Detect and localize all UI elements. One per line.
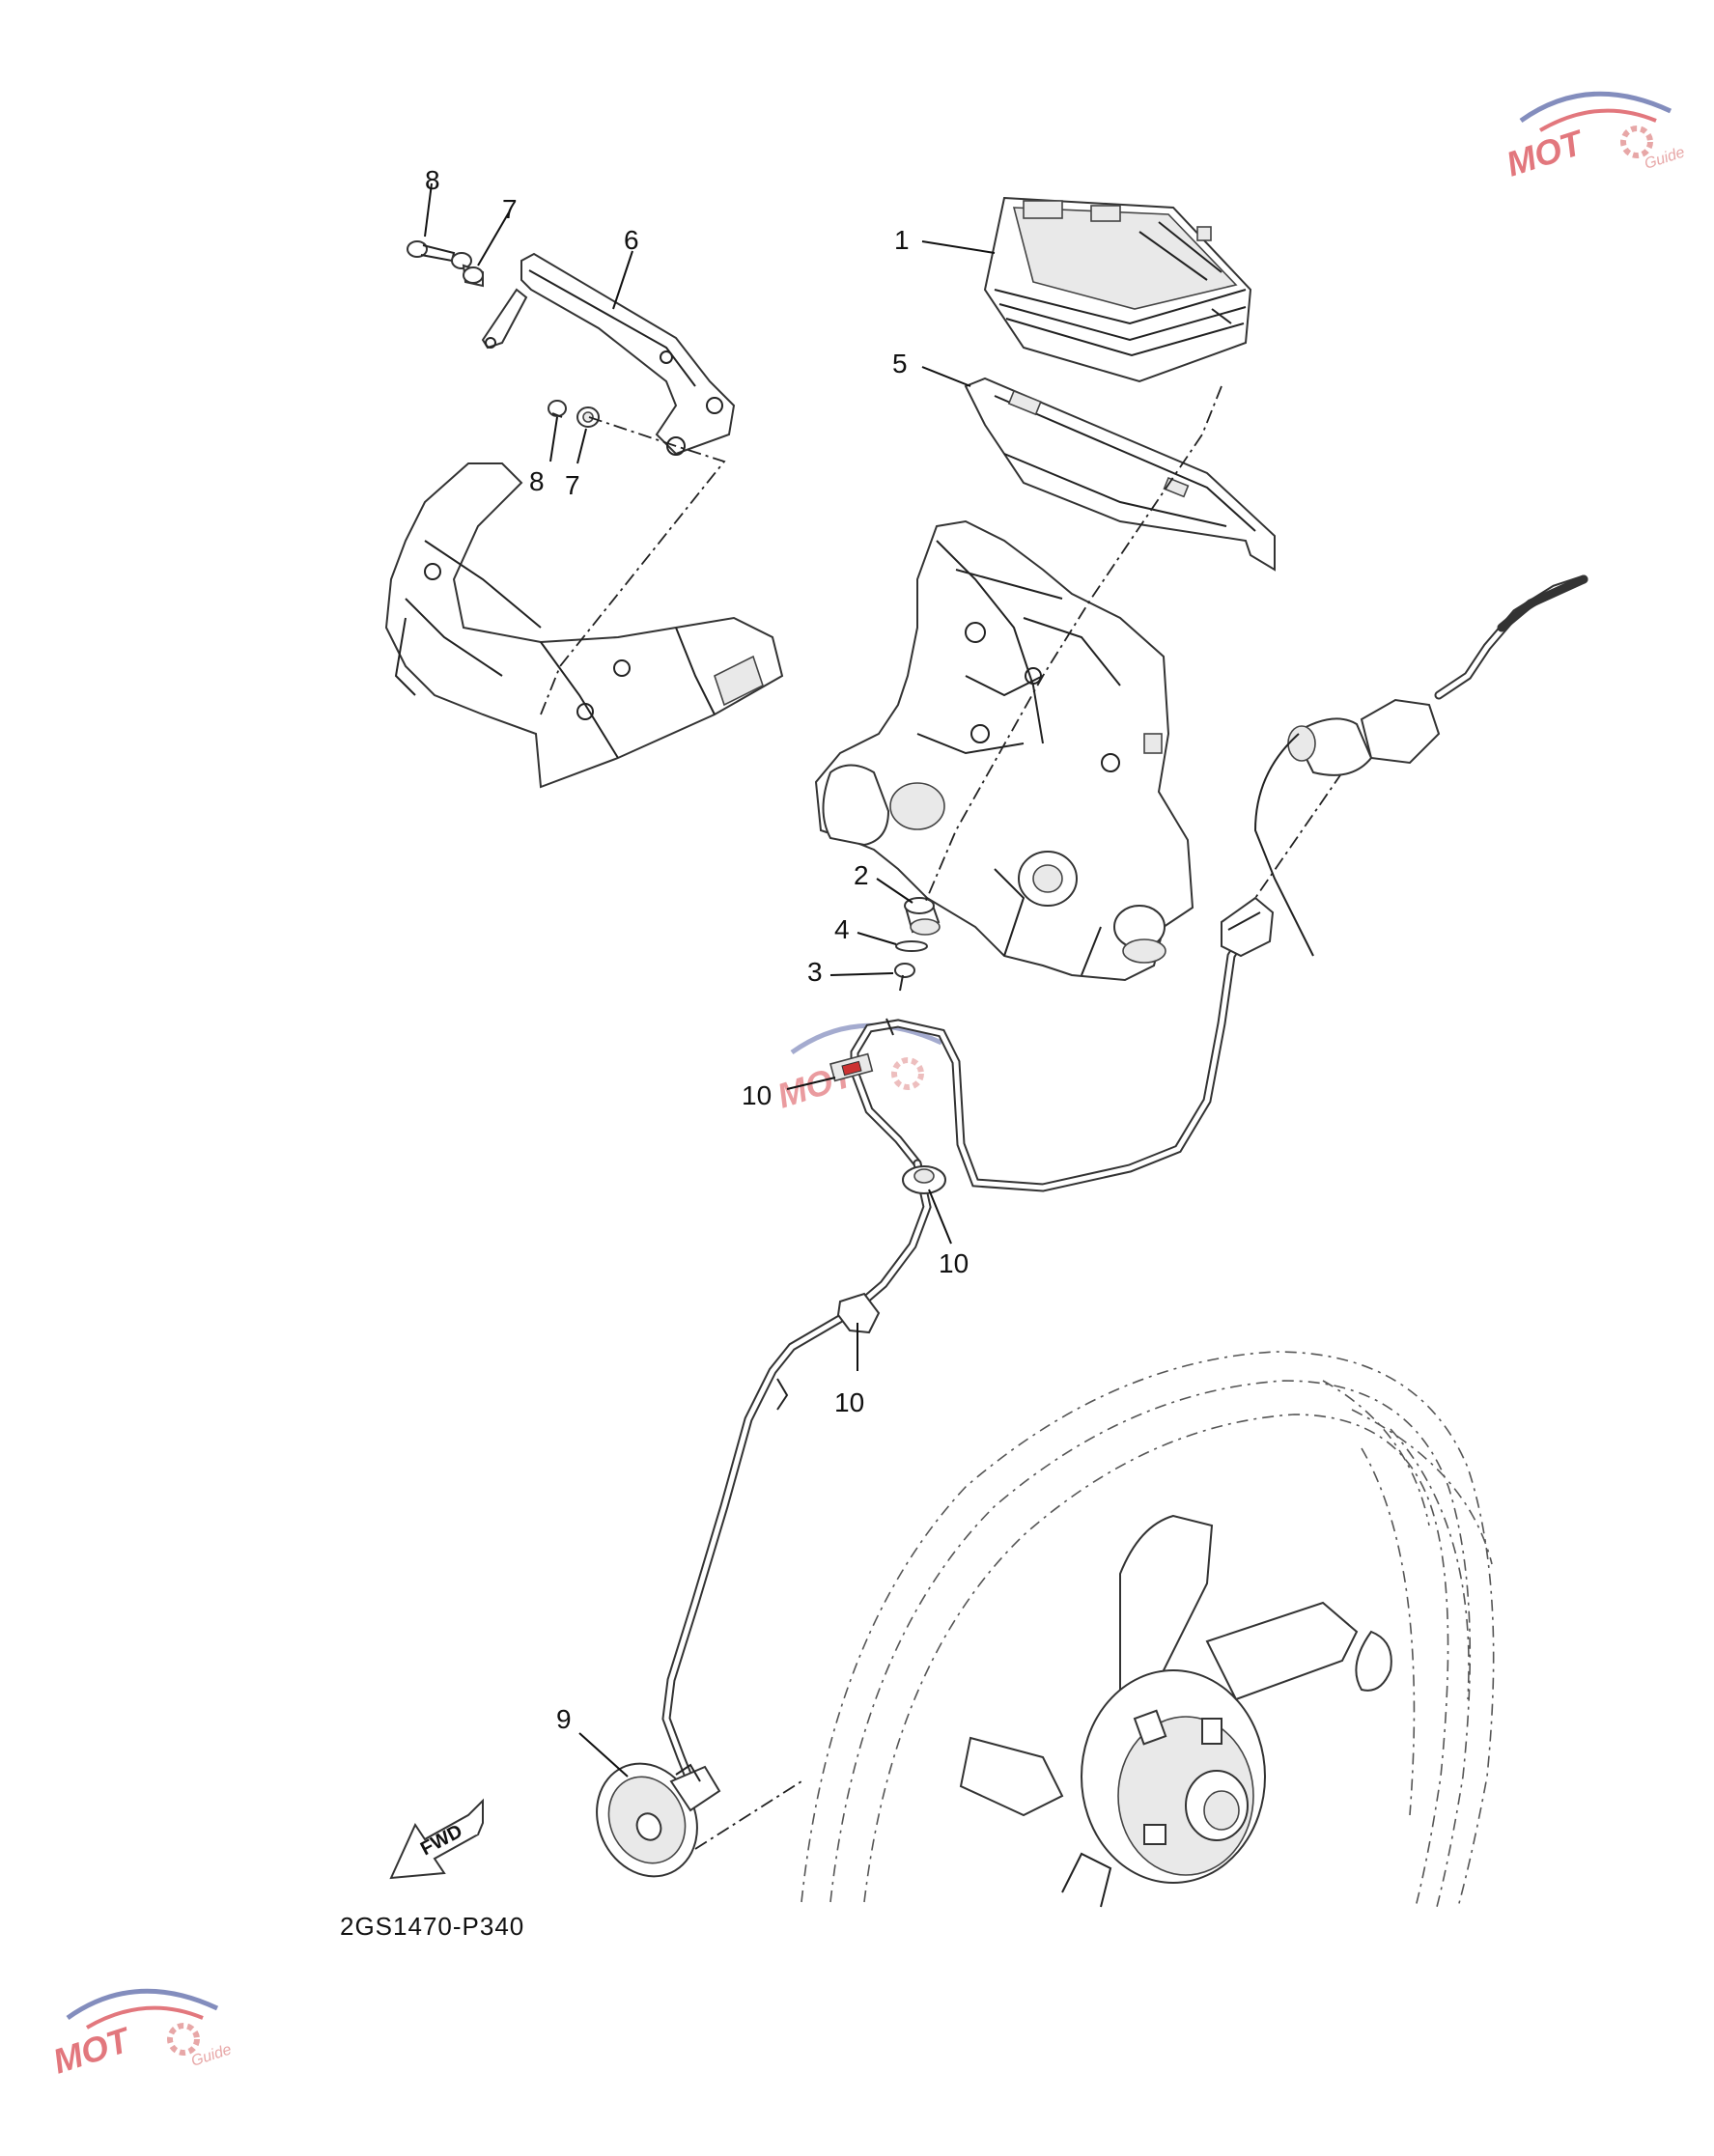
callout-2: 2 [854,860,869,890]
clamp-10-middle [902,1165,946,1194]
meter-assembly [983,196,1252,383]
callout-9: 9 [556,1704,572,1734]
callout-7-lower: 7 [565,470,580,500]
callout-4: 4 [834,914,850,944]
clamp-10-upper [829,1052,874,1082]
washer-4 [895,940,928,952]
callout-1: 1 [894,225,910,255]
svg-text:Guide: Guide [1643,144,1687,172]
callout-6: 6 [624,225,639,255]
collar-7-lower [576,406,600,428]
meter-cover [964,377,1276,572]
leader-lines [424,182,996,1778]
fwd-arrow: FWD [389,1798,484,1880]
upper-cowl [384,462,784,789]
svg-text:Guide: Guide [189,2041,234,2069]
watermark-logo-bottom: MOT Guide [48,1988,234,2082]
screw-3 [894,963,915,992]
clamp-10-lower [836,1292,881,1334]
callout-10-lower: 10 [834,1387,864,1417]
sensor-lead [661,896,1275,1786]
callouts: 1 2 3 4 5 6 7 7 8 8 9 10 10 10 [425,165,969,1734]
front-wheel [801,1351,1495,1908]
callout-8-top: 8 [425,165,440,195]
stay-bracket [481,252,736,456]
svg-text:MOT: MOT [48,2019,137,2082]
svg-text:MOT: MOT [1502,122,1590,184]
callout-3: 3 [807,957,823,987]
switch-harness [1253,574,1588,957]
callout-10-upper: 10 [742,1080,772,1110]
collar-7-top [451,252,484,288]
callout-5: 5 [892,349,908,378]
front-frame [814,519,1194,982]
bolt-8-top [407,240,456,263]
callout-7-top: 7 [502,194,518,224]
callout-10-middle: 10 [939,1248,969,1278]
diagram-ref-code: 2GS1470-P340 [340,1912,524,1941]
callout-8-lower: 8 [529,466,545,496]
watermark-logo-top: MOT Guide [1502,91,1687,184]
speed-sensor [596,1762,721,1878]
bolt-8-lower [548,400,567,418]
